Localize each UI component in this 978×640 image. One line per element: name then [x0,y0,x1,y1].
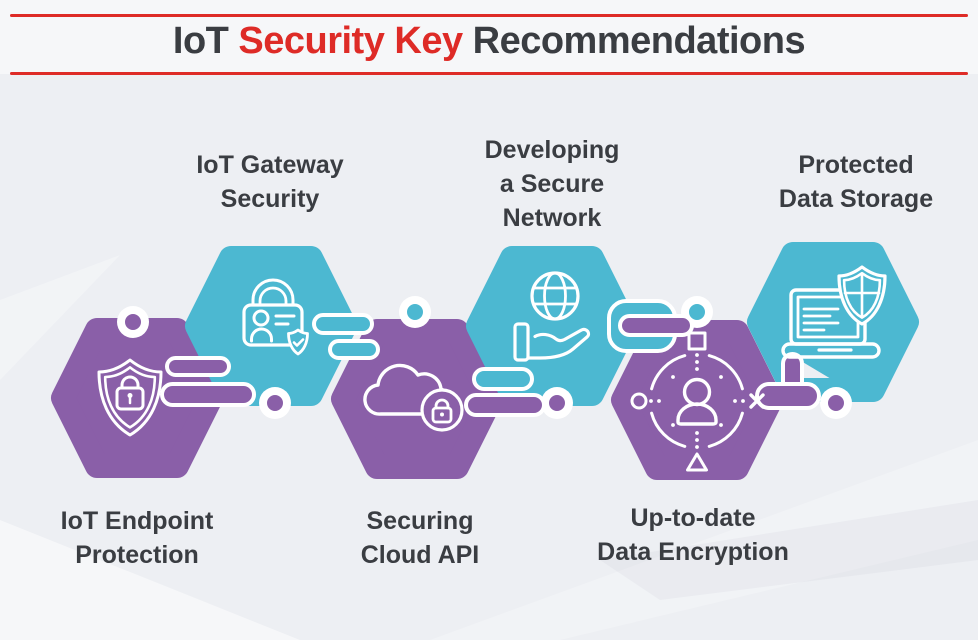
hexagon-encryption [611,320,783,480]
label-protected-data-storage: Protected Data Storage [778,151,934,213]
header-rule-top [10,14,968,17]
globe-hand-icon [513,271,591,362]
label-securing-cloud-api: Securing Cloud API [360,507,480,569]
cloud-lock-icon [363,363,464,432]
connectors [160,299,821,417]
hexagon-gateway [185,246,357,406]
title-part-2: Security Key [238,20,463,62]
label-up-to-date-data-encryption: Up-to-date Data Encryption [597,504,789,566]
header-rule-bottom [10,72,968,75]
id-card-lock-icon [242,278,309,356]
connector-gateway-cloud [312,313,380,360]
shield-lock-icon [97,358,163,437]
title-part-3: Recommendations [472,20,806,62]
label-iot-endpoint-protection: IoT Endpoint Protection [60,507,214,569]
label-iot-gateway-security: IoT Gateway Security [196,151,344,213]
label-developing-secure-network: Developing a Secure Network [484,136,620,232]
connector-network-encryption [607,299,694,353]
title-part-1: IoT [172,20,229,62]
laptop-shield-icon [781,265,887,359]
connector-endpoint-gateway [160,356,256,407]
junction-dots [121,300,848,415]
connector-cloud-network [464,367,546,417]
user-target-icon [630,331,765,472]
hexagon-cloud-api [331,319,503,479]
connector-encryption-storage [755,352,821,410]
